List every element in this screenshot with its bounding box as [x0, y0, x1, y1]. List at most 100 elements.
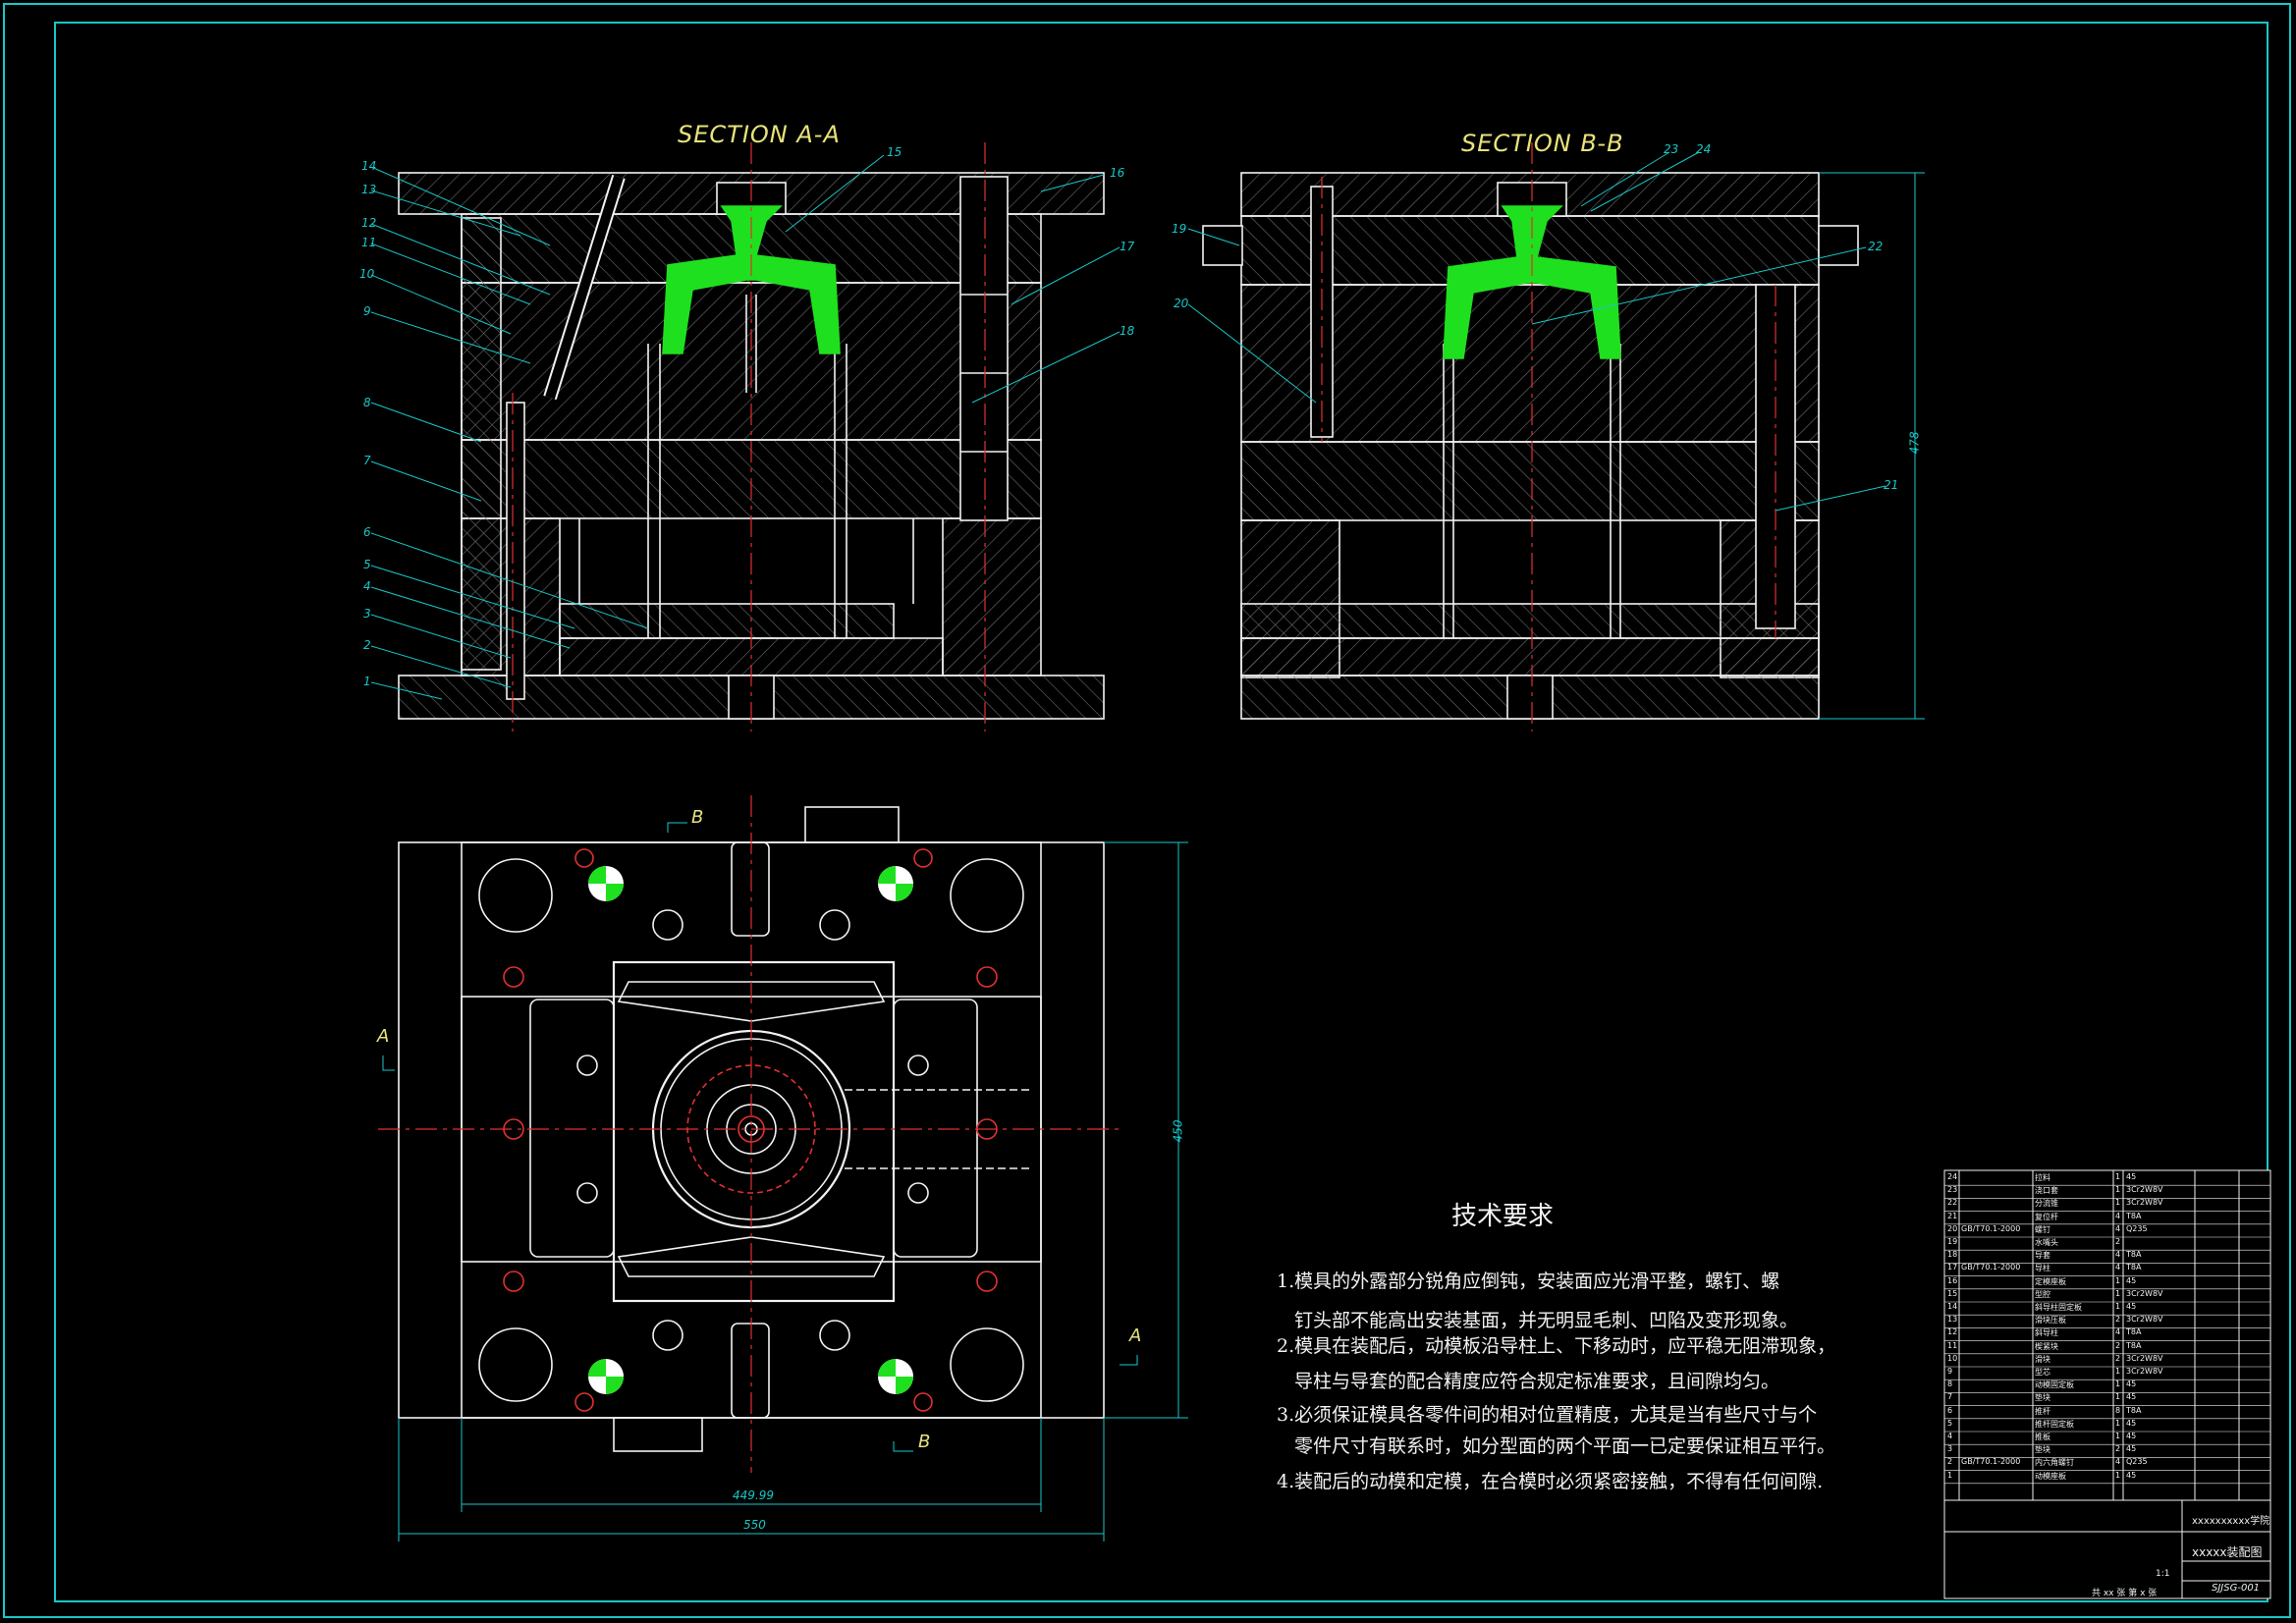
parts-cell-qty: 1 [2115, 1367, 2121, 1376]
balloon-17: 17 [1120, 240, 1135, 253]
parts-cell-name: 动模固定板 [2035, 1380, 2074, 1390]
tech-req-line-3: 2.模具在装配后，动模板沿导柱上、下移动时，应平稳无阻滞现象， [1277, 1335, 1836, 1357]
parts-cell-name: 分流锥 [2035, 1199, 2058, 1209]
parts-cell-qty: 1 [2115, 1392, 2121, 1402]
parts-cell-qty: 1 [2115, 1185, 2121, 1195]
balloon-6: 6 [363, 525, 371, 539]
parts-cell-mat: T8A [2126, 1405, 2142, 1415]
balloon-7: 7 [363, 454, 371, 467]
tech-req-heading: 技术要求 [1451, 1202, 1555, 1231]
section-mark-b-top: B [691, 807, 704, 828]
parts-cell-no: 19 [1947, 1237, 1958, 1246]
parts-cell-no: 17 [1947, 1263, 1958, 1272]
bb-support-plate [1240, 441, 1820, 521]
plan-guide-hole-br [950, 1327, 1024, 1402]
parts-cell-qty: 1 [2115, 1432, 2121, 1440]
plan-dimensions [382, 822, 1188, 1542]
bb-knockout-hole [1506, 675, 1554, 720]
parts-cell-no: 3 [1947, 1444, 1953, 1454]
parts-cell-no: 13 [1947, 1315, 1958, 1325]
parts-cell-qty: 1 [2115, 1275, 2121, 1285]
title-scale: 1:1 [2156, 1569, 2170, 1579]
parts-cell-qty: 2 [2115, 1237, 2121, 1246]
parts-cell-name: 楔紧块 [2035, 1341, 2058, 1351]
outer-border [3, 3, 2291, 1618]
parts-cell-qty: 1 [2115, 1302, 2121, 1311]
aa-plastic-part [662, 205, 841, 354]
parts-cell-qty: 1 [2115, 1288, 2121, 1298]
parts-cell-no: 6 [1947, 1405, 1953, 1415]
parts-cell-name: 复位杆 [2035, 1212, 2058, 1221]
balloon-23: 23 [1664, 142, 1679, 156]
parts-cell-name: 滑块 [2035, 1354, 2050, 1364]
parts-cell-name: 内六角螺钉 [2035, 1458, 2074, 1468]
title-school: xxxxxxxxxx学院 [2192, 1516, 2270, 1527]
plan-cavity-insert [612, 960, 896, 1303]
section-bb-title: SECTION B-B [1461, 130, 1624, 157]
parts-cell-qty: 2 [2115, 1340, 2121, 1350]
parts-cell-no: 8 [1947, 1380, 1953, 1389]
parts-cell-name: 导柱 [2035, 1264, 2050, 1273]
inner-border [54, 22, 2269, 1602]
parts-cell-mat: 3Cr2W8V [2126, 1315, 2163, 1325]
section-mark-a-right: A [1129, 1325, 1142, 1346]
balloon-8: 8 [363, 396, 371, 409]
balloon-1: 1 [363, 675, 371, 688]
parts-cell-name: 斜导柱 [2035, 1328, 2058, 1338]
parts-cell-no: 5 [1947, 1418, 1953, 1428]
parts-cell-mat: T8A [2126, 1250, 2142, 1260]
plan-guide-hole-bl [478, 1327, 553, 1402]
balloon-20: 20 [1174, 297, 1189, 310]
parts-cell-no: 22 [1947, 1198, 1958, 1208]
balloon-15: 15 [887, 145, 902, 159]
aa-left-wall [461, 217, 502, 671]
parts-cell-mat: 45 [2126, 1432, 2137, 1440]
parts-cell-mat: 3Cr2W8V [2126, 1185, 2163, 1195]
parts-cell-mat: 3Cr2W8V [2126, 1353, 2163, 1363]
parts-cell-mat: 45 [2126, 1444, 2137, 1454]
dim-outer-width: 550 [743, 1518, 766, 1532]
section-aa-view [398, 142, 1105, 731]
parts-cell-name: 垫块 [2035, 1393, 2050, 1403]
aa-ejector-retainer [559, 603, 895, 639]
parts-cell-name: 水嘴头 [2035, 1238, 2058, 1247]
tech-req-line-5: 3.必须保证模具各零件间的相对位置精度，尤其是当有些尺寸与个 [1277, 1404, 1818, 1426]
bb-core-plate [1240, 284, 1820, 443]
parts-cell-no: 10 [1947, 1353, 1958, 1363]
parts-cell-mat: Q235 [2126, 1457, 2148, 1467]
parts-cell-name: 浇口套 [2035, 1186, 2058, 1196]
parts-cell-qty: 1 [2115, 1198, 2121, 1208]
parts-cell-name: 拉料 [2035, 1173, 2050, 1182]
section-mark-b-bottom: B [918, 1432, 931, 1452]
aa-guide-pin-right [959, 176, 1009, 521]
parts-cell-name: 螺钉 [2035, 1224, 2050, 1234]
parts-cell-name: 推杆固定板 [2035, 1419, 2074, 1429]
parts-cell-mat: 3Cr2W8V [2126, 1198, 2163, 1208]
parts-cell-mat: 3Cr2W8V [2126, 1288, 2163, 1298]
balloon-9: 9 [363, 304, 371, 318]
bb-ejector-retainer [1240, 603, 1820, 639]
balloon-4: 4 [363, 579, 371, 593]
aa-leaders [370, 154, 1121, 700]
parts-cell-qty: 1 [2115, 1418, 2121, 1428]
parts-cell-no: 21 [1947, 1211, 1958, 1220]
section-mark-a-left: A [377, 1026, 390, 1047]
title-drawing-name: xxxxx装配图 [2192, 1545, 2263, 1559]
balloon-19: 19 [1172, 222, 1187, 236]
dim-height-bb: 478 [1907, 431, 1922, 455]
balloon-10: 10 [359, 267, 375, 281]
parts-cell-mat: 45 [2126, 1302, 2137, 1311]
plan-guide-hole-tr [950, 858, 1024, 933]
balloon-22: 22 [1868, 240, 1884, 253]
parts-cell-no: 2 [1947, 1457, 1953, 1467]
parts-cell-no: 18 [1947, 1250, 1958, 1260]
plan-guide-hole-tl [478, 858, 553, 933]
balloon-3: 3 [363, 607, 371, 621]
parts-cell-qty: 2 [2115, 1315, 2121, 1325]
tech-req-line-4: 导柱与导套的配合精度应符合规定标准要求，且间隙均匀。 [1294, 1371, 1780, 1392]
parts-cell-no: 20 [1947, 1223, 1958, 1233]
parts-table-grid [1943, 1169, 2271, 1599]
plan-locating-marks [588, 866, 913, 1394]
